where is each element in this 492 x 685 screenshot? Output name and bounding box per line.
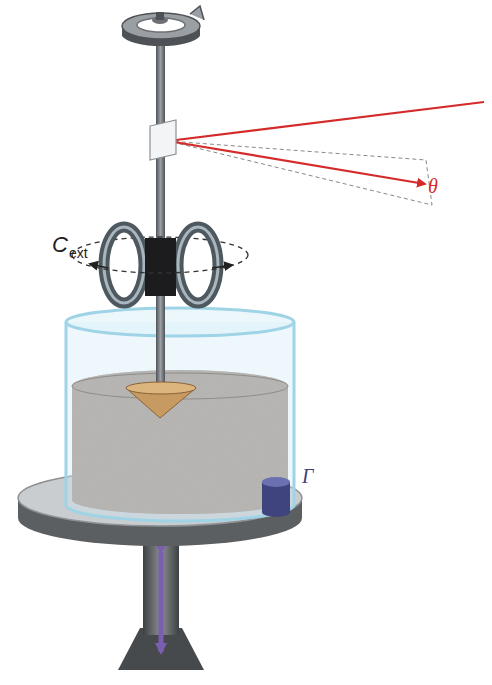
accelerometer [262,482,290,517]
helmholtz-coils [104,227,218,303]
laser-beam [168,102,484,141]
granular-medium [60,370,300,520]
angle-symbol: θ [428,176,438,196]
vibration-arrow [159,552,164,652]
acceleration-symbol: Γ [302,466,313,486]
mirror [150,120,176,160]
beaker-rim [66,308,294,336]
deflection-wedge [168,141,432,205]
reflected-beam [168,141,425,184]
beaker-wall [65,322,68,505]
pendulum-rod [156,22,165,392]
torque-subscript: ext [69,246,88,260]
beaker-wall [293,322,296,505]
magnet [145,238,176,296]
torque-symbol: C [52,234,68,256]
torque-arrow [72,255,248,273]
